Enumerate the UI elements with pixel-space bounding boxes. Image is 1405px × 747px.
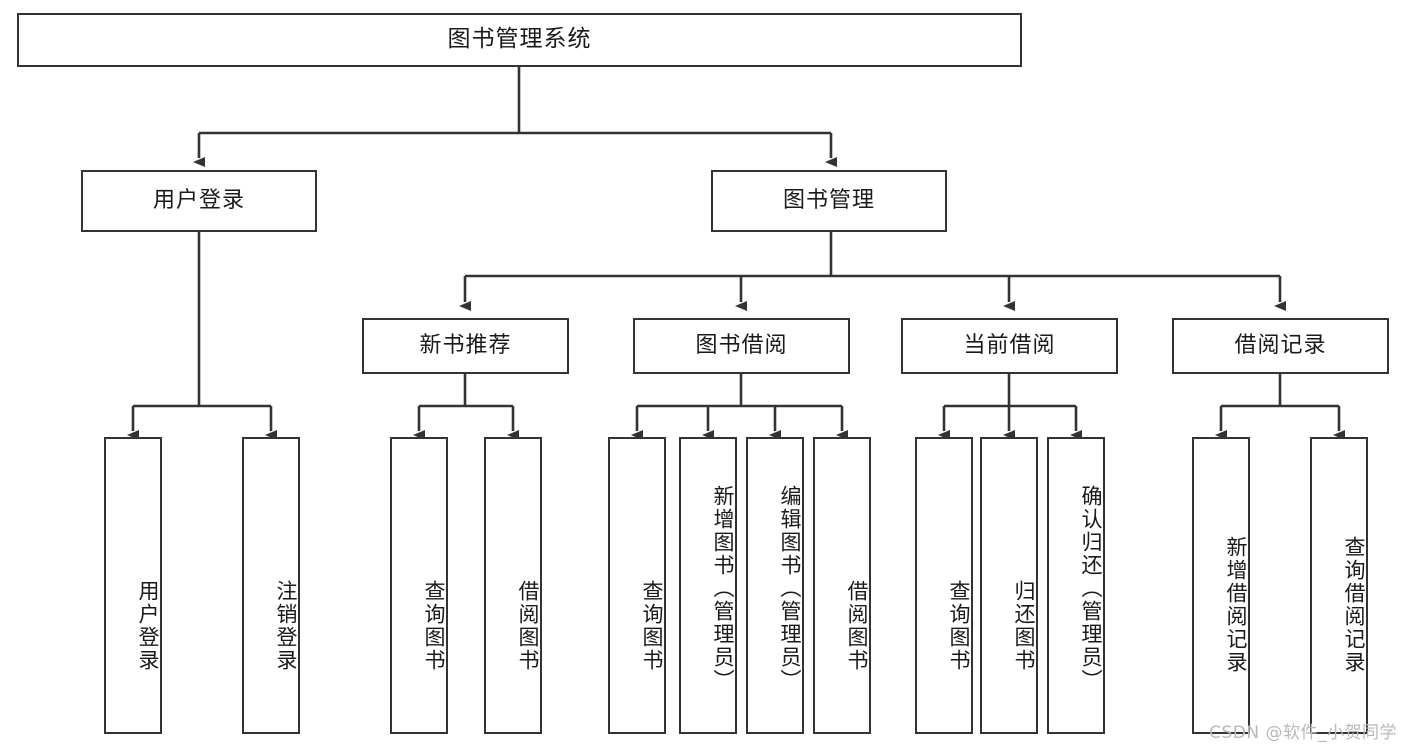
node-leaf-add-book[interactable]: 新增图书（管理员） — [679, 437, 737, 734]
node-book-borrow-label: 图书借阅 — [695, 332, 788, 358]
node-leaf-query-record[interactable]: 查询借阅记录 — [1310, 437, 1368, 734]
node-user-login[interactable]: 用户登录 — [81, 170, 317, 232]
node-root[interactable]: 图书管理系统 — [17, 13, 1022, 67]
node-leaf-borrow-book-2[interactable]: 借阅图书 — [813, 437, 871, 734]
node-leaf-user-login[interactable]: 用户登录 — [104, 437, 162, 734]
node-current-borrow-label: 当前借阅 — [963, 332, 1056, 358]
node-book-manage[interactable]: 图书管理 — [711, 170, 947, 232]
node-leaf-confirm-return[interactable]: 确认归还（管理员） — [1047, 437, 1105, 734]
node-leaf-user-logout[interactable]: 注销登录 — [242, 437, 300, 734]
node-leaf-add-book-label: 新增图书（管理员） — [711, 485, 735, 692]
node-leaf-borrow-book-1[interactable]: 借阅图书 — [484, 437, 542, 734]
node-current-borrow[interactable]: 当前借阅 — [901, 318, 1118, 374]
node-leaf-query-book-1[interactable]: 查询图书 — [390, 437, 448, 734]
node-leaf-query-record-label: 查询借阅记录 — [1342, 535, 1366, 674]
node-leaf-return-book[interactable]: 归还图书 — [980, 437, 1038, 734]
node-leaf-return-book-label: 归还图书 — [1012, 579, 1036, 672]
node-leaf-user-logout-label: 注销登录 — [274, 579, 298, 672]
node-book-borrow[interactable]: 图书借阅 — [633, 318, 850, 374]
node-leaf-borrow-book-1-label: 借阅图书 — [516, 579, 540, 672]
node-leaf-query-book-3-label: 查询图书 — [947, 579, 971, 672]
node-root-label: 图书管理系统 — [447, 26, 592, 53]
node-leaf-query-book-1-label: 查询图书 — [422, 579, 446, 672]
node-leaf-add-record[interactable]: 新增借阅记录 — [1192, 437, 1250, 734]
node-leaf-query-book-3[interactable]: 查询图书 — [915, 437, 973, 734]
node-leaf-user-login-label: 用户登录 — [136, 579, 160, 672]
node-leaf-confirm-return-label: 确认归还（管理员） — [1079, 485, 1103, 692]
node-user-login-label: 用户登录 — [152, 187, 245, 213]
node-leaf-query-book-2[interactable]: 查询图书 — [608, 437, 666, 734]
node-leaf-edit-book-label: 编辑图书（管理员） — [778, 485, 802, 692]
node-leaf-borrow-book-2-label: 借阅图书 — [845, 579, 869, 672]
watermark: CSDN @软件_小贺同学 — [1209, 723, 1397, 743]
node-book-manage-label: 图书管理 — [782, 187, 875, 213]
node-borrow-record-label: 借阅记录 — [1234, 332, 1327, 358]
node-new-book-recommend[interactable]: 新书推荐 — [362, 318, 569, 374]
node-borrow-record[interactable]: 借阅记录 — [1172, 318, 1389, 374]
node-leaf-edit-book[interactable]: 编辑图书（管理员） — [746, 437, 804, 734]
node-leaf-add-record-label: 新增借阅记录 — [1224, 535, 1248, 674]
node-leaf-query-book-2-label: 查询图书 — [640, 579, 664, 672]
node-new-book-recommend-label: 新书推荐 — [419, 332, 512, 358]
